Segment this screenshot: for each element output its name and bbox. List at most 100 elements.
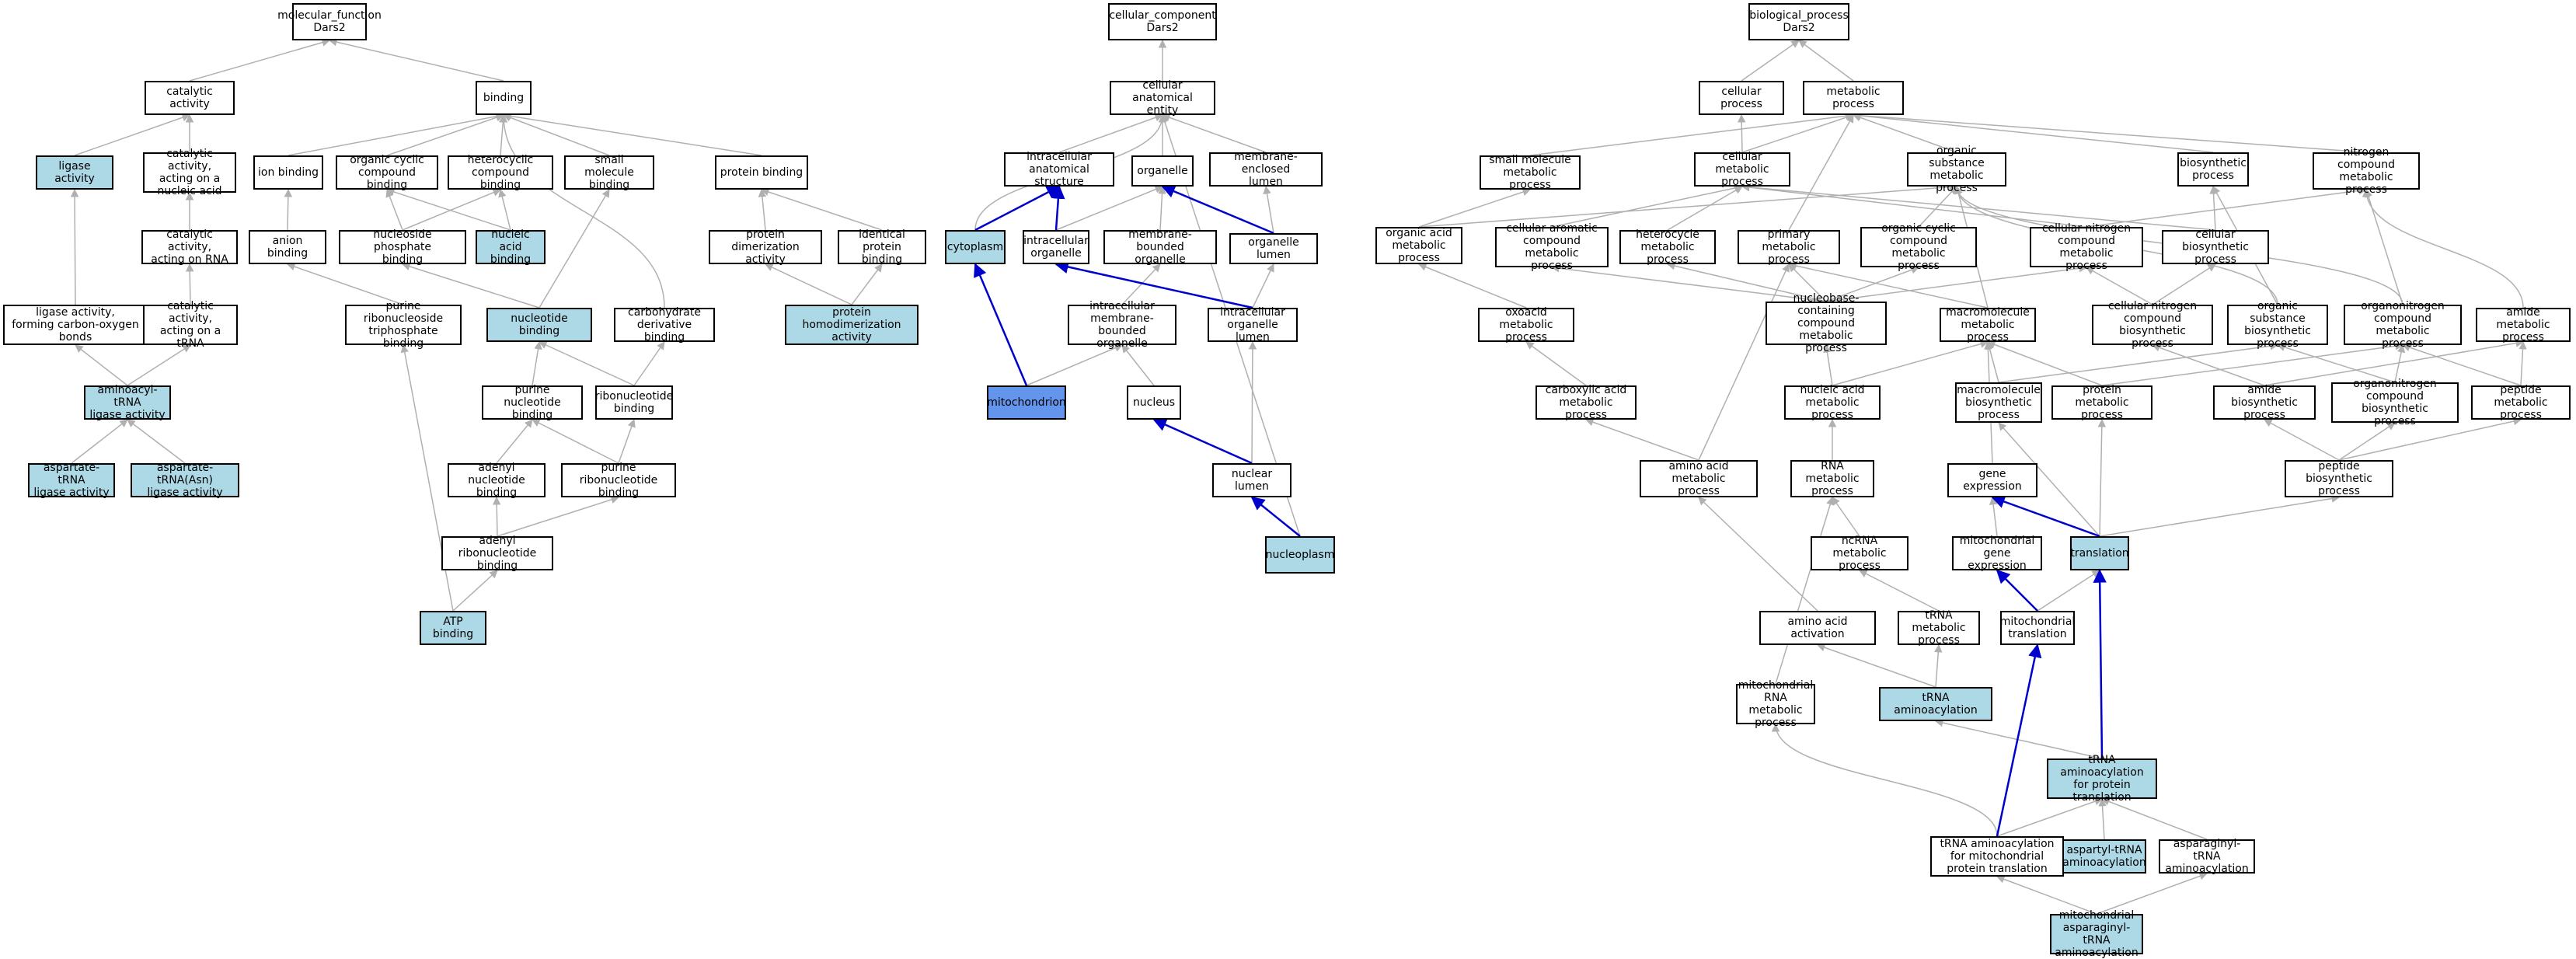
go-term-adenyl-ribonucleotide-binding[interactable]: adenyl ribonucleotide binding	[441, 535, 553, 572]
go-term-macromolecule-biosynthetic-process[interactable]: macromolecule biosynthetic process	[1955, 382, 2042, 423]
go-term-cytoplasm[interactable]: cytoplasm	[945, 230, 1006, 264]
go-term-carbohydrate-derivative-binding[interactable]: carbohydrate derivative binding	[614, 306, 715, 343]
blue-edge-gene_expr-translation	[1991, 495, 2100, 538]
go-term-cellular-nitrogen-compound-metabolic-process[interactable]: cellular nitrogen compound metabolic pro…	[2030, 222, 2143, 272]
go-term-small-molecule-metabolic-process[interactable]: small molecule metabolic process	[1480, 154, 1581, 191]
go-term-heterocycle-metabolic-process[interactable]: heterocycle metabolic process	[1619, 228, 1716, 266]
go-term-nucleoplasm[interactable]: nucleoplasm	[1265, 536, 1335, 574]
go-term-atp-binding[interactable]: ATP binding	[420, 611, 486, 645]
edge-amide_biosyn-cell_nitrogen_biosyn	[2152, 343, 2265, 386]
go-term-trna-aminoacylation[interactable]: tRNA aminoacylation	[1879, 687, 1992, 721]
go-term-mitochondrial-asparaginyl-trna-aminoacylation[interactable]: mitochondrial asparaginyl-tRNA aminoacyl…	[2050, 909, 2143, 959]
go-term-primary-metabolic-process[interactable]: primary metabolic process	[1738, 228, 1840, 266]
go-term-translation[interactable]: translation	[2070, 536, 2129, 570]
go-term-membrane-enclosed-lumen[interactable]: membrane-enclosed lumen	[1209, 151, 1323, 188]
go-term-protein-homodimerization[interactable]: protein homodimerization activity	[785, 305, 919, 345]
go-term-organelle-lumen[interactable]: organelle lumen	[1229, 233, 1318, 264]
go-term-peptide-metabolic-process[interactable]: peptide metabolic process	[2471, 384, 2571, 421]
edge-trna_met-ncrna_met	[1859, 570, 1940, 612]
go-term-identical-protein-binding[interactable]: identical protein binding	[838, 228, 926, 266]
go-term-mitochondrial-gene-expression[interactable]: mitochondrial gene expression	[1952, 535, 2042, 572]
go-term-purine-ribonucleoside-triphosphate-binding[interactable]: purine ribonucleoside triphosphate bindi…	[345, 300, 462, 350]
go-term-organic-acid-metabolic-process[interactable]: organic acid metabolic process	[1375, 227, 1462, 264]
go-term-intracellular-anatomical-structure[interactable]: intracellular anatomical structure	[1004, 151, 1114, 188]
go-term-intracellular-organelle[interactable]: intracellular organelle	[1023, 230, 1089, 264]
go-term-membrane-bounded-organelle[interactable]: membrane-bounded organelle	[1103, 228, 1217, 266]
go-term-amide-biosynthetic-process[interactable]: amide biosynthetic process	[2213, 384, 2316, 421]
go-term-heterocyclic-compound-binding[interactable]: heterocyclic compound binding	[448, 154, 553, 191]
go-term-protein-dimerization[interactable]: protein dimerization activity	[709, 228, 822, 266]
go-term-aspartyl-trna-aminoacylation[interactable]: aspartyl-tRNA aminoacylation	[2062, 839, 2146, 874]
go-term-mitochondrial-rna-metabolic-process[interactable]: mitochondrial RNA metabolic process	[1736, 679, 1815, 729]
go-term-catalytic-rna[interactable]: catalytic activity, acting on RNA	[141, 228, 238, 266]
edge-cell_biosyn-biosynthetic	[2209, 185, 2218, 231]
go-term-catalytic-trna[interactable]: catalytic activity, acting on a tRNA	[143, 300, 238, 350]
go-term-biosynthetic-process[interactable]: biosynthetic process	[2177, 152, 2249, 187]
go-term-ncrna-metabolic-process[interactable]: ncRNA metabolic process	[1811, 535, 1908, 572]
go-term-cellular-component-root[interactable]: cellular_component Dars2	[1108, 3, 1217, 40]
go-term-nucleic-acid-metabolic-process[interactable]: nucleic acid metabolic process	[1784, 384, 1881, 421]
go-term-purine-nucleotide-binding[interactable]: purine nucleotide binding	[482, 384, 583, 421]
go-term-nucleotide-binding[interactable]: nucleotide binding	[486, 308, 592, 342]
go-term-protein-metabolic-process[interactable]: protein metabolic process	[2051, 384, 2152, 421]
go-term-rna-metabolic-process[interactable]: RNA metabolic process	[1790, 460, 1874, 497]
go-term-aminoacyl-trna-ligase[interactable]: aminoacyl-tRNA ligase activity	[84, 384, 171, 421]
go-term-trna-aminoacylation-protein-translation[interactable]: tRNA aminoacylation for protein translat…	[2047, 754, 2157, 804]
go-term-mitochondrial-translation[interactable]: mitochondrial translation	[2000, 611, 2075, 645]
go-term-nucleic-acid-binding[interactable]: nucleic acid binding	[476, 228, 546, 266]
go-term-organic-substance-metabolic-process[interactable]: organic substance metabolic process	[1907, 145, 2006, 194]
go-term-aspartate-trna-ligase[interactable]: aspartate-tRNA ligase activity	[28, 462, 115, 499]
go-term-ligase-activity[interactable]: ligase activity	[36, 155, 113, 190]
go-term-cellular-process[interactable]: cellular process	[1699, 81, 1784, 115]
go-term-ribonucleotide-binding[interactable]: ribonucleotide binding	[595, 385, 673, 420]
go-term-adenyl-nucleotide-binding[interactable]: adenyl nucleotide binding	[448, 462, 546, 499]
go-term-trna-metabolic-process[interactable]: tRNA metabolic process	[1898, 609, 1980, 647]
go-term-nucleobase-containing-compound-metabolic-process[interactable]: nucleobase-containing compound metabolic…	[1766, 292, 1887, 354]
go-term-nucleoside-phosphate-binding[interactable]: nucleoside phosphate binding	[339, 228, 466, 266]
go-term-anion-binding[interactable]: anion binding	[249, 230, 326, 264]
go-term-organic-cyclic-compound-binding[interactable]: organic cyclic compound binding	[336, 154, 438, 191]
go-term-nitrogen-compound-metabolic-process[interactable]: nitrogen compound metabolic process	[2313, 146, 2420, 196]
go-term-organic-substance-biosynthetic-process[interactable]: organic substance biosynthetic process	[2227, 300, 2328, 350]
go-term-organonitrogen-compound-biosynthetic-process[interactable]: organonitrogen compound biosynthetic pro…	[2331, 378, 2459, 427]
edge-peptide_biosyn-peptide_met	[2338, 417, 2522, 461]
go-term-organonitrogen-compound-metabolic-process[interactable]: organonitrogen compound metabolic proces…	[2344, 300, 2462, 350]
go-term-binding[interactable]: binding	[476, 81, 532, 115]
go-term-oxoacid-metabolic-process[interactable]: oxoacid metabolic process	[1478, 306, 1574, 343]
go-term-aspartate-trna-asn-ligase[interactable]: aspartate-tRNA(Asn) ligase activity	[131, 462, 239, 499]
go-term-intracellular-organelle-lumen[interactable]: intracellular organelle lumen	[1208, 306, 1298, 343]
edge-cell_nitrogen_met-nitrogen_met	[2086, 187, 2368, 228]
go-term-amino-acid-activation[interactable]: amino acid activation	[1759, 611, 1876, 645]
go-term-nuclear-lumen[interactable]: nuclear lumen	[1212, 463, 1291, 497]
go-term-cellular-aromatic-compound-metabolic-process[interactable]: cellular aromatic compound metabolic pro…	[1495, 222, 1609, 272]
go-term-catalytic-activity[interactable]: catalytic activity	[145, 81, 235, 115]
go-term-cellular-nitrogen-compound-biosynthetic-process[interactable]: cellular nitrogen compound biosynthetic …	[2092, 300, 2213, 350]
go-term-cellular-biosynthetic-process[interactable]: cellular biosynthetic process	[2162, 228, 2269, 266]
go-term-amide-metabolic-process[interactable]: amide metabolic process	[2476, 306, 2571, 343]
go-term-cellular-anatomical-entity[interactable]: cellular anatomical entity	[1110, 79, 1215, 117]
go-term-trna-aminoacylation-mitochondrial[interactable]: tRNA aminoacylation for mitochondrial pr…	[1930, 836, 2064, 877]
go-term-organelle[interactable]: organelle	[1131, 155, 1194, 187]
go-term-gene-expression[interactable]: gene expression	[1947, 463, 2037, 497]
go-term-cellular-metabolic-process[interactable]: cellular metabolic process	[1694, 151, 1790, 188]
go-term-nucleus[interactable]: nucleus	[1127, 385, 1181, 420]
go-term-peptide-biosynthetic-process[interactable]: peptide biosynthetic process	[2285, 460, 2393, 497]
go-term-molecular-function-root[interactable]: molecular_function Dars2	[277, 3, 382, 40]
go-term-intracellular-membrane-bounded-organelle[interactable]: intracellular membrane-bounded organelle	[1068, 300, 1176, 350]
go-term-asparaginyl-trna-aminoacylation[interactable]: asparaginyl-tRNA aminoacylation	[2159, 838, 2255, 875]
go-term-macromolecule-metabolic-process[interactable]: macromolecule metabolic process	[1940, 306, 2036, 343]
go-term-biological-process-root[interactable]: biological_process Dars2	[1748, 3, 1849, 40]
go-term-carboxylic-acid-metabolic-process[interactable]: carboxylic acid metabolic process	[1535, 384, 1637, 421]
edge-nucleus-ic_mb_org	[1121, 344, 1155, 386]
go-term-ligase-carbon-oxygen[interactable]: ligase activity, forming carbon-oxygen b…	[3, 305, 148, 345]
go-term-small-molecule-binding[interactable]: small molecule binding	[564, 154, 654, 191]
edge-cell_nitrogen_biosyn-cell_biosyn	[2152, 263, 2216, 305]
go-term-amino-acid-metabolic-process[interactable]: amino acid metabolic process	[1640, 460, 1758, 497]
go-term-mitochondrion[interactable]: mitochondrion	[987, 385, 1066, 420]
go-term-catalytic-nucleic-acid[interactable]: catalytic activity, acting on a nucleic …	[143, 148, 236, 197]
go-term-metabolic-process[interactable]: metabolic process	[1803, 81, 1904, 115]
go-term-purine-ribonucleotide-binding[interactable]: purine ribonucleotide binding	[561, 462, 676, 499]
go-term-ion-binding[interactable]: ion binding	[253, 155, 323, 190]
go-term-organic-cyclic-compound-metabolic-process[interactable]: organic cyclic compound metabolic proces…	[1860, 222, 1977, 272]
go-term-protein-binding[interactable]: protein binding	[715, 155, 808, 190]
